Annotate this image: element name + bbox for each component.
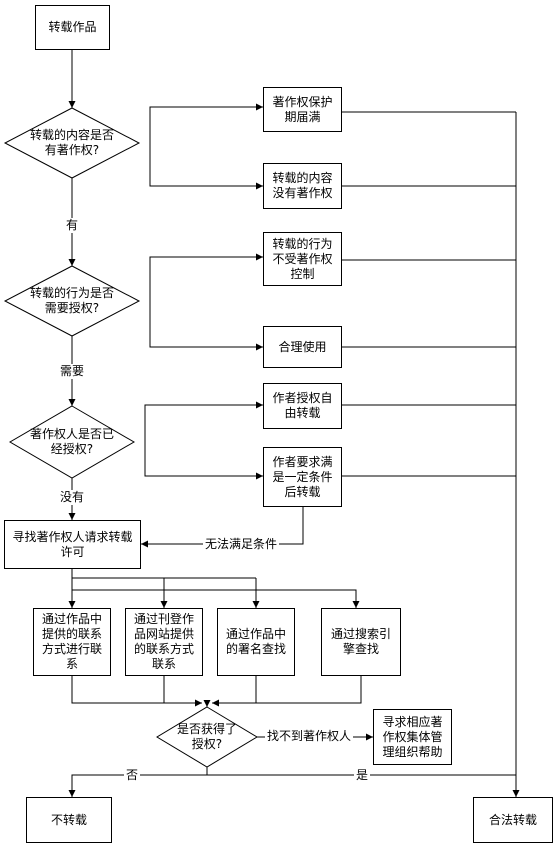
edge-q1-nocopyright: [149, 143, 263, 190]
node-copyright-expired: 著作权保护 期届满: [263, 87, 342, 132]
decision-needs-license-shape: [3, 265, 141, 337]
edge-q2-notcontrolled: [149, 253, 263, 301]
edge-m3-down: [212, 676, 257, 707]
edge-q3-conditional: [144, 442, 263, 480]
edge-m1-down: [71, 676, 202, 707]
node-not-controlled: 转载的行为 不受著作权 控制: [263, 232, 342, 286]
node-free-reprint: 作者授权自 由转载: [263, 383, 342, 429]
label-cannot-meet: 无法满足条件: [203, 537, 280, 552]
label-not-have: 没有: [58, 490, 87, 505]
edge-m4-down: [256, 676, 362, 704]
edge-q3-free: [144, 401, 263, 442]
decision-authorized-shape: [9, 405, 135, 479]
decision-has-copyright-shape: [3, 107, 141, 179]
decision-got-authorization-shape: [156, 706, 258, 768]
node-no-copyright: 转载的内容 没有著作权: [263, 163, 342, 209]
node-method-contact: 通过作品中 提供的联系 方式进行联 系: [33, 608, 111, 676]
node-method-website: 通过刊登作 品网站提供 的联系方式 联系: [125, 608, 203, 676]
edge-conditional-seek: [141, 507, 304, 548]
node-seek-author: 寻找著作权人请求转载 许可: [4, 520, 141, 569]
label-not-found: 找不到著作权人: [265, 729, 354, 744]
label-no: 否: [124, 768, 141, 783]
node-method-signature: 通过作品中 的署名查找: [217, 608, 295, 676]
node-fair-use: 合理使用: [263, 326, 342, 368]
node-conditional-reprint: 作者要求满 是一定条件 后转载: [263, 447, 342, 507]
edge-bus-m4: [71, 578, 360, 608]
node-no-reprint: 不转载: [26, 797, 112, 843]
edge-q2-fairuse: [149, 301, 263, 351]
node-method-search: 通过搜索引 擎查找: [321, 608, 401, 676]
label-has: 有: [64, 218, 81, 233]
node-collective-management: 寻求相应著 作权集体管 理组织帮助: [373, 709, 452, 765]
node-start: 转载作品: [35, 5, 110, 50]
label-yes: 是: [354, 768, 371, 783]
edge-seek-bus: [71, 569, 256, 579]
node-legal-reprint: 合法转载: [473, 797, 553, 843]
label-need: 需要: [58, 364, 87, 379]
edge-q1-expired: [149, 103, 263, 143]
